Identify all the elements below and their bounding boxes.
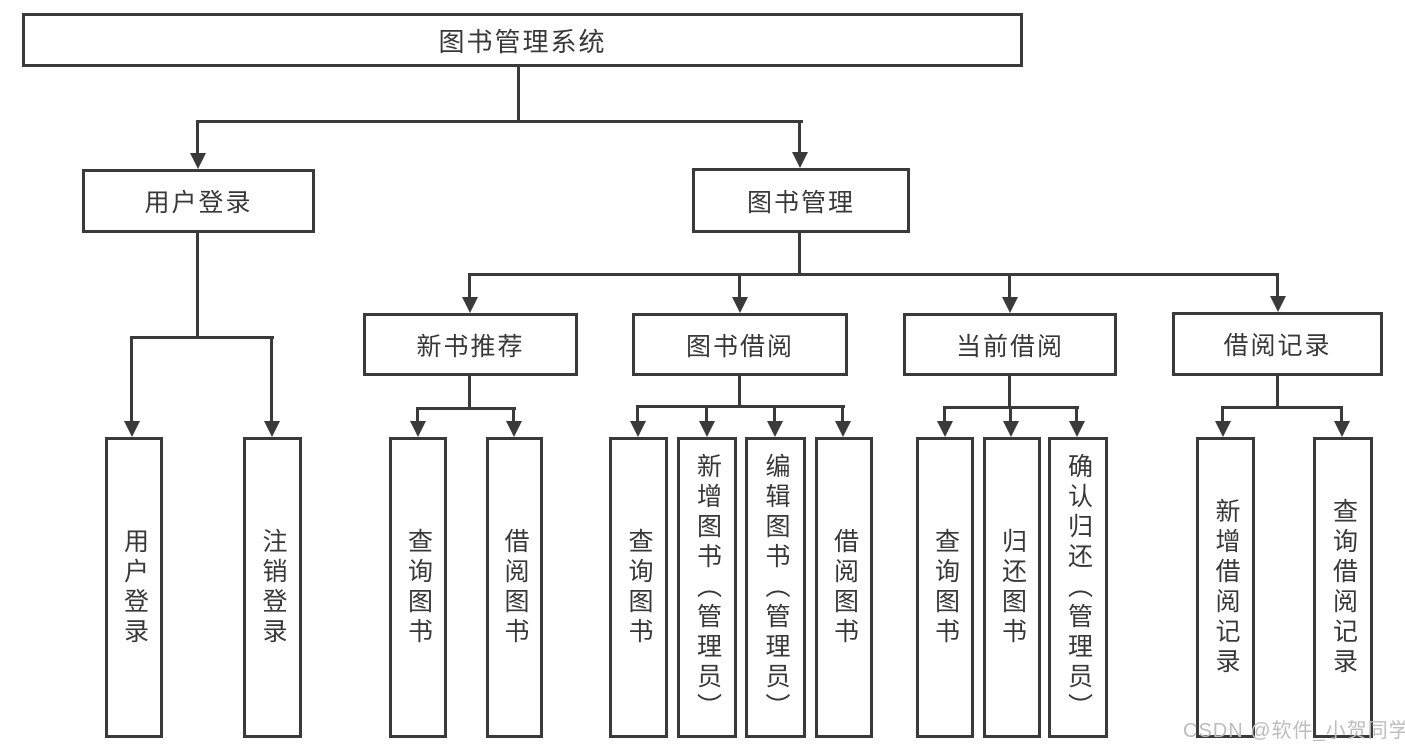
node-label: 归还图书 xyxy=(998,527,1027,648)
leaf-edit-books-admin: 编辑图书（管理员） xyxy=(745,437,806,738)
arrow-down-icon xyxy=(1269,273,1286,312)
leaf-return-books: 归还图书 xyxy=(983,437,1041,738)
connector-line xyxy=(798,231,801,275)
arrow-down-icon xyxy=(189,120,206,169)
arrow-down-icon xyxy=(791,120,808,168)
arrow-down-icon xyxy=(731,273,748,313)
arrow-down-icon xyxy=(461,273,478,313)
arrow-down-icon xyxy=(1214,406,1231,437)
leaf-query-borrow-record: 查询借阅记录 xyxy=(1313,437,1373,738)
connector-line xyxy=(468,374,471,409)
leaf-confirm-return-admin: 确认归还（管理员） xyxy=(1048,437,1108,738)
node-label: 编辑图书（管理员） xyxy=(762,452,790,723)
arrow-down-icon xyxy=(263,336,280,437)
node-label: 新增图书（管理员） xyxy=(693,452,722,723)
arrow-down-icon xyxy=(766,405,783,437)
arrow-down-icon xyxy=(505,407,522,437)
arrow-down-icon xyxy=(1001,273,1018,313)
node-label: 借阅图书 xyxy=(830,527,859,648)
node-book-borrowing: 图书借阅 xyxy=(632,313,848,376)
connector-line xyxy=(738,374,741,407)
arrow-down-icon xyxy=(936,406,953,437)
node-label: 注销登录 xyxy=(259,527,287,648)
leaf-add-books-admin: 新增图书（管理员） xyxy=(677,437,737,738)
arrow-down-icon xyxy=(1068,406,1085,437)
leaf-user-login: 用户登录 xyxy=(105,437,163,738)
node-label: 用户登录 xyxy=(120,527,149,648)
arrow-down-icon xyxy=(1002,406,1019,437)
connector-line xyxy=(517,64,520,122)
node-label: 查询图书 xyxy=(404,527,433,648)
arrow-down-icon xyxy=(629,405,646,437)
connector-line xyxy=(417,407,516,410)
arrow-down-icon xyxy=(409,407,426,437)
node-current-borrowing: 当前借阅 xyxy=(903,313,1117,376)
csdn-watermark: CSDN @软件_小贺同学 xyxy=(1183,720,1405,742)
node-label: 查询图书 xyxy=(931,527,960,648)
leaf-current-query-books: 查询图书 xyxy=(916,437,974,738)
node-book-management-module: 图书管理 xyxy=(692,168,910,233)
connector-line xyxy=(1221,406,1343,409)
arrow-down-icon xyxy=(1333,406,1350,437)
connector-line xyxy=(196,120,803,123)
connector-line xyxy=(636,405,845,408)
node-label: 查询借阅记录 xyxy=(1329,497,1358,678)
connector-line xyxy=(468,273,1279,276)
connector-line xyxy=(1276,374,1279,408)
leaf-borrow-query-books: 查询图书 xyxy=(609,437,668,738)
leaf-recommend-query-books: 查询图书 xyxy=(389,437,447,738)
connector-line xyxy=(196,231,199,338)
node-new-book-recommend: 新书推荐 xyxy=(363,313,578,376)
node-label: 确认归还（管理员） xyxy=(1064,452,1093,723)
arrow-down-icon xyxy=(834,405,851,437)
node-library-management-system: 图书管理系统 xyxy=(22,13,1023,67)
leaf-recommend-borrow-books: 借阅图书 xyxy=(486,437,543,738)
connector-line xyxy=(1008,374,1011,408)
node-user-login-module: 用户登录 xyxy=(82,169,315,233)
node-borrowing-records: 借阅记录 xyxy=(1172,312,1383,376)
connector-line xyxy=(130,336,274,339)
arrow-down-icon xyxy=(698,405,715,437)
node-label: 新增借阅记录 xyxy=(1212,497,1240,678)
arrow-down-icon xyxy=(123,336,140,437)
leaf-borrow-books: 借阅图书 xyxy=(815,437,873,738)
leaf-logout: 注销登录 xyxy=(243,437,302,738)
node-label: 借阅图书 xyxy=(501,527,529,648)
node-label: 查询图书 xyxy=(625,527,653,648)
leaf-add-borrow-record: 新增借阅记录 xyxy=(1196,437,1255,738)
